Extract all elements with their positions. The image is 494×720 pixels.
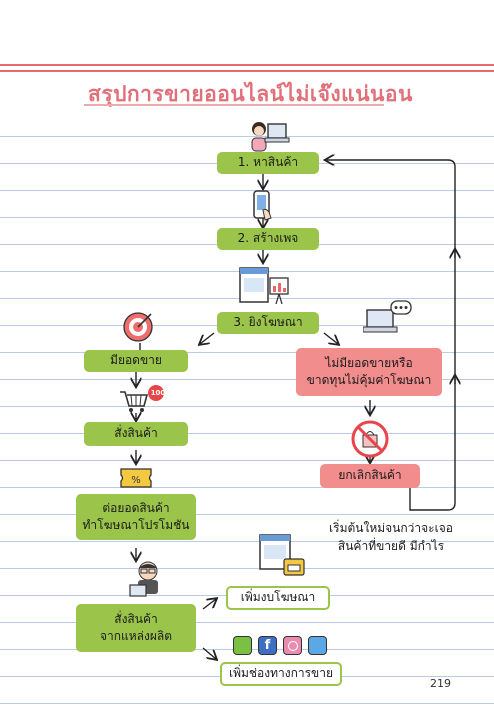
businessman-laptop-icon: [129, 561, 158, 597]
smartphone-icon: [253, 190, 272, 221]
restart-note: เริ่มต้นใหม่จนกว่าจะเจอ สินค้าที่ขายดี ม…: [329, 521, 453, 553]
line-icon: [233, 636, 252, 655]
page-number: 219: [430, 677, 451, 690]
add-channels-box: เพิ่มช่องทางการขาย: [220, 662, 342, 686]
step-advertise: 3. ยิงโฆษณา: [217, 312, 319, 334]
ads-board-icon: [239, 267, 289, 305]
person-laptop-icon: [251, 122, 290, 152]
loop-back-arrow: [326, 160, 456, 511]
facebook-icon: f: [258, 636, 277, 655]
instagram-icon: [283, 636, 302, 655]
title-underline: [84, 104, 384, 106]
target-icon: [123, 312, 153, 342]
arrow-step3-to-left: [200, 332, 215, 344]
no-sales-box: ไม่มียอดขายหรือ ขาดทุนไม่คุ้มค่าโฆษณา: [296, 348, 442, 396]
top-rule-1: [0, 64, 494, 66]
page-title: สรุปการขายออนไลน์ไม่เจ๊งแน่นอน: [88, 82, 413, 106]
svg-text:%: %: [131, 475, 141, 486]
top-rule-2: [0, 70, 494, 72]
ads-growth-icon: [259, 534, 305, 576]
order-from-source-box: สั่งสินค้า จากแหล่งผลิต: [76, 604, 196, 652]
ticket-icon: %: [120, 468, 152, 488]
order-product-box: สั่งสินค้า: [84, 422, 188, 446]
arrow-step3-to-right: [323, 332, 338, 344]
arrow-to-budget: [202, 599, 216, 610]
increase-budget-box: เพิ่มงบโฆษณา: [226, 586, 330, 610]
twitter-icon: [308, 636, 327, 655]
continue-product-box: ต่อยอดสินค้า ทำโฆษณาโปรโมชัน: [76, 494, 196, 540]
sales-badge: 100: [150, 389, 166, 397]
laptop-chat-icon: [363, 300, 412, 333]
cancel-bag-icon: [351, 420, 389, 458]
step-find-product: 1. หาสินค้า: [217, 152, 319, 174]
step-create-page: 2. สร้างเพจ: [217, 228, 319, 250]
arrow-to-channels: [202, 647, 216, 659]
shopping-cart-icon: [120, 385, 164, 412]
has-sales-box: มียอดขาย: [84, 350, 188, 372]
cancel-product-box: ยกเลิกสินค้า: [320, 464, 420, 488]
